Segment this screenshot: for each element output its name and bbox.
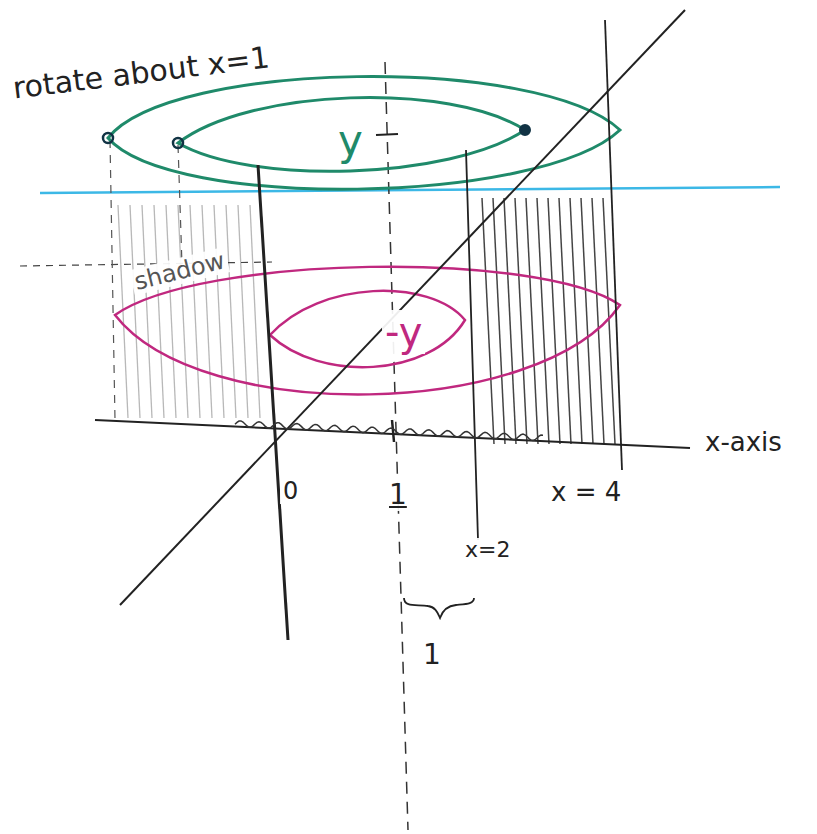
tick: [392, 420, 394, 442]
outer-green-ellipse: [108, 77, 620, 190]
inner-magenta-ellipse: [270, 291, 465, 367]
label: y: [335, 118, 366, 164]
tick: [376, 134, 398, 135]
rotation-axis: [385, 62, 408, 830]
hatch-line: [190, 205, 200, 418]
hatch-line: [202, 205, 212, 418]
hatch-line: [154, 205, 164, 418]
line-x-0: [258, 165, 288, 640]
label: x-axis: [702, 428, 785, 457]
label: rotate about x=1: [8, 40, 274, 105]
hatch-line: [581, 198, 593, 444]
hatch-line: [493, 198, 505, 444]
hatch-line: [548, 198, 560, 444]
label: x=2: [462, 538, 513, 562]
point: [103, 133, 113, 143]
hatch-line: [559, 198, 571, 444]
line-x-2: [466, 150, 478, 540]
hatch-line: [238, 205, 248, 418]
hatch-line: [537, 198, 549, 444]
label: x = 4: [548, 478, 624, 507]
hatch-line: [504, 198, 516, 444]
hatch-line: [130, 205, 140, 418]
brace: [404, 598, 474, 618]
point: [173, 138, 183, 148]
hatch-line: [515, 198, 527, 444]
dashed-guide: [110, 140, 115, 420]
hatch-line: [226, 205, 236, 418]
inner-green-ellipse: [178, 98, 525, 172]
hatching: [118, 198, 615, 444]
label: 0: [280, 478, 301, 504]
x-axis-line: [95, 420, 690, 448]
label: -y: [382, 310, 425, 354]
hatch-line: [570, 198, 582, 444]
hatch-line: [592, 198, 604, 444]
hatch-line: [214, 205, 224, 418]
hatch-line: [526, 198, 538, 444]
label: 1: [386, 480, 410, 511]
wavy-base: [235, 421, 543, 441]
line-y-equals-x: [120, 10, 685, 605]
point: [520, 125, 530, 135]
dashed-guide: [178, 145, 182, 265]
hatch-line: [142, 205, 152, 418]
outer-magenta-ellipse: [115, 267, 620, 395]
hatch-line: [178, 205, 188, 418]
line-x-4: [605, 20, 622, 470]
hatch-line: [482, 198, 494, 444]
label: 1: [420, 640, 444, 671]
hatch-line: [166, 205, 176, 418]
